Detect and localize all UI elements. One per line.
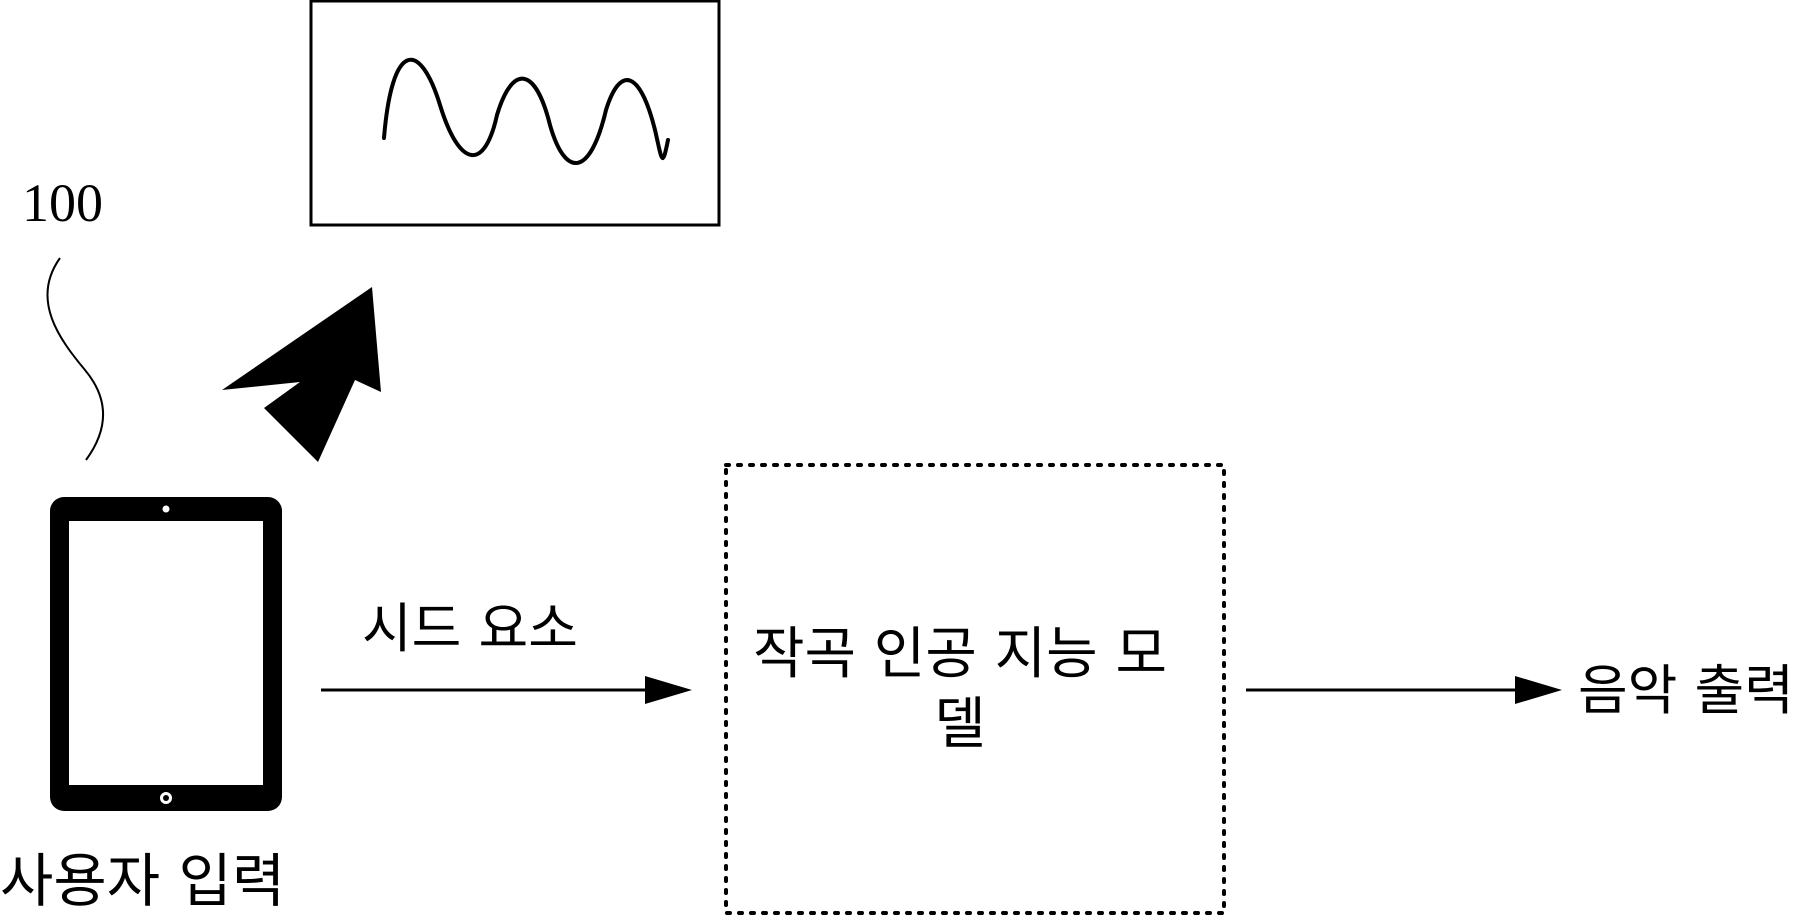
model-label: 작곡 인공 지능 모델 bbox=[735, 620, 1185, 760]
waveform-display bbox=[311, 1, 719, 225]
waveform-frame bbox=[311, 1, 719, 225]
seed-element-label: 시드 요소 bbox=[362, 602, 578, 656]
diagonal-arrow-icon bbox=[222, 287, 381, 462]
user-input-label: 사용자 입력 bbox=[0, 852, 285, 910]
music-output-label: 음악 출력 bbox=[1578, 664, 1794, 718]
seed-arrow bbox=[321, 676, 692, 704]
reference-leader-line bbox=[47, 258, 103, 460]
output-arrow bbox=[1246, 676, 1562, 704]
tablet-icon bbox=[50, 497, 282, 811]
waveform-line bbox=[384, 60, 668, 163]
reference-number: 100 bbox=[22, 176, 103, 230]
